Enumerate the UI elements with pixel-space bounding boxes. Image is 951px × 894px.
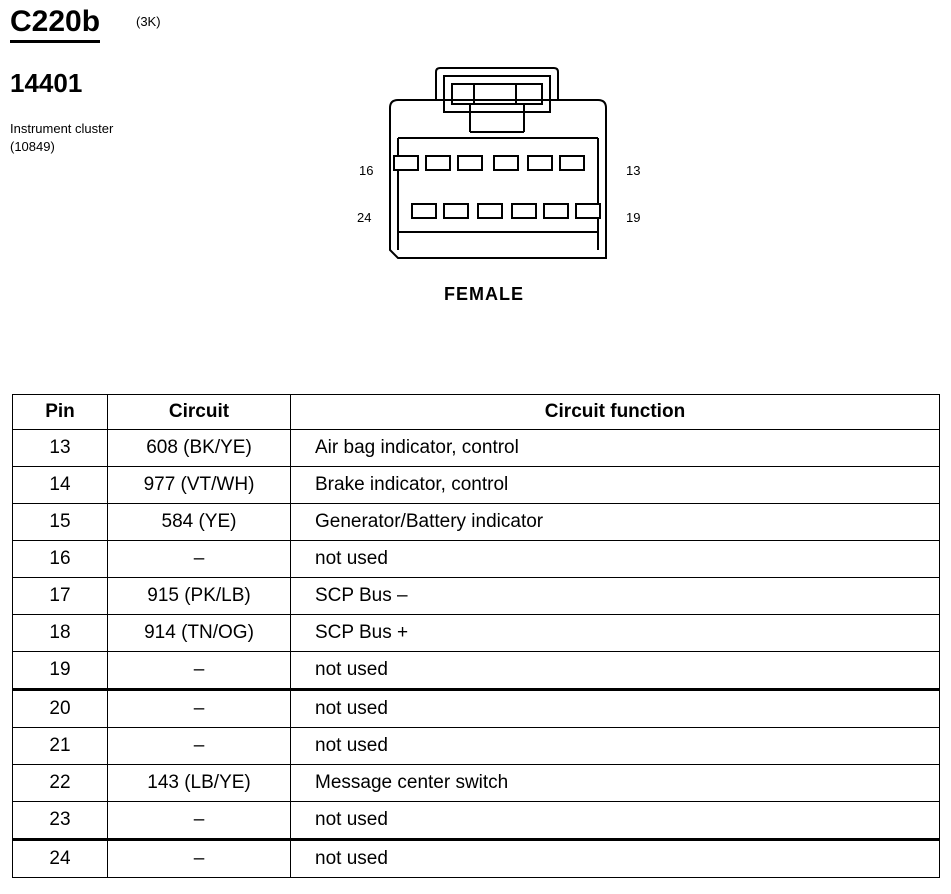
locking-tab-inner [443, 75, 551, 113]
cell-circuit-function: not used [290, 801, 940, 840]
top-row-cavities [393, 155, 585, 171]
cell-circuit-function: not used [290, 651, 940, 690]
component-ref: (10849) [10, 139, 55, 154]
cell-circuit: 143 (LB/YE) [107, 764, 291, 802]
bottom-row-cavities [411, 203, 601, 219]
table-row: 20–not used [12, 688, 940, 728]
header-circuit: Circuit [107, 394, 291, 430]
cell-circuit-function: not used [290, 727, 940, 765]
cell-circuit-function: not used [290, 838, 940, 878]
cell-circuit-function: SCP Bus – [290, 577, 940, 615]
cell-circuit: – [107, 801, 291, 840]
cell-circuit: – [107, 727, 291, 765]
cell-circuit: – [107, 651, 291, 690]
cell-pin: 20 [12, 688, 108, 728]
component-name: Instrument cluster [10, 121, 114, 136]
header-circuit-function: Circuit function [290, 394, 940, 430]
locking-tab-outer [435, 67, 559, 100]
cell-pin: 14 [12, 466, 108, 504]
cell-pin: 22 [12, 764, 108, 802]
cell-circuit-function: Air bag indicator, control [290, 429, 940, 467]
cell-circuit: 977 (VT/WH) [107, 466, 291, 504]
table-header-row: Pin Circuit Circuit function [12, 394, 940, 430]
pin-label-13: 13 [626, 163, 641, 178]
table-row: 21–not used [12, 727, 940, 765]
cell-pin: 21 [12, 727, 108, 765]
cell-pin: 15 [12, 503, 108, 541]
cell-pin: 24 [12, 838, 108, 878]
cell-pin: 16 [12, 540, 108, 578]
cell-circuit-function: not used [290, 540, 940, 578]
part-number: 14401 [10, 68, 83, 98]
cell-circuit: – [107, 540, 291, 578]
pin-label-19: 19 [626, 210, 641, 225]
cell-pin: 18 [12, 614, 108, 652]
cell-circuit-function: Message center switch [290, 764, 940, 802]
cell-pin: 13 [12, 429, 108, 467]
connector-face-diagram [389, 67, 607, 259]
cell-circuit: 915 (PK/LB) [107, 577, 291, 615]
connector-color-code: (3K) [136, 14, 161, 29]
pin-label-16: 16 [359, 163, 374, 178]
cell-circuit: 584 (YE) [107, 503, 291, 541]
pin-label-24: 24 [357, 210, 372, 225]
cell-circuit: 914 (TN/OG) [107, 614, 291, 652]
connector-gender: FEMALE [444, 284, 524, 304]
table-row: 16–not used [12, 540, 940, 578]
connector-id: C220b [10, 4, 101, 43]
component-info: Instrument cluster (10849) [10, 120, 113, 156]
cell-circuit: – [107, 838, 291, 878]
cell-circuit-function: Brake indicator, control [290, 466, 940, 504]
connector-body [389, 99, 607, 259]
cell-pin: 17 [12, 577, 108, 615]
cell-circuit-function: SCP Bus + [290, 614, 940, 652]
cell-circuit: 608 (BK/YE) [107, 429, 291, 467]
table-row: 23–not used [12, 801, 940, 840]
cell-pin: 19 [12, 651, 108, 690]
cell-circuit: – [107, 688, 291, 728]
cell-circuit-function: Generator/Battery indicator [290, 503, 940, 541]
latch-window [451, 83, 543, 105]
cell-circuit-function: not used [290, 688, 940, 728]
header-pin: Pin [12, 394, 108, 430]
table-row: 19–not used [12, 651, 940, 690]
cell-pin: 23 [12, 801, 108, 840]
table-row: 24–not used [12, 838, 940, 878]
